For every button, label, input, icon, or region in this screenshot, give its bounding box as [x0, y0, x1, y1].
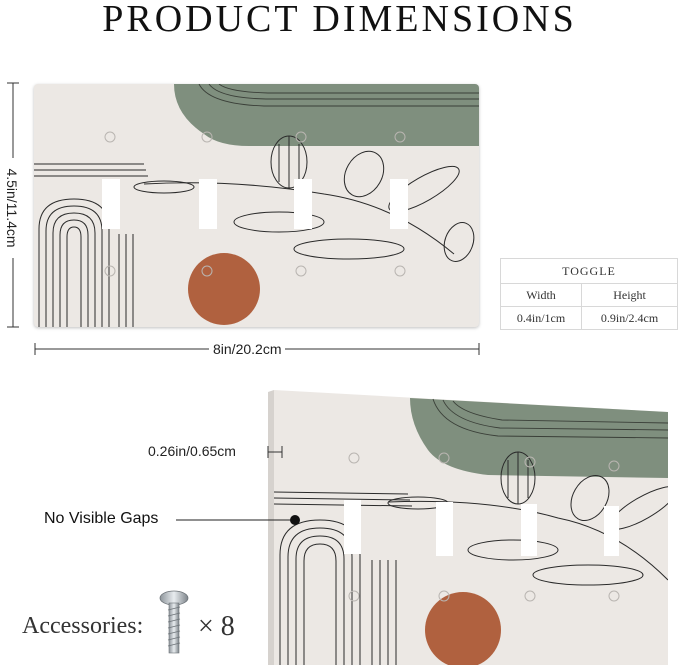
toggle-height-value: 0.9in/2.4cm: [581, 306, 678, 330]
thickness-label: 0.26in/0.65cm: [148, 443, 236, 459]
toggle-dimension-table: TOGGLE Width Height 0.4in/1cm 0.9in/2.4c…: [499, 258, 678, 330]
no-gaps-pointer: [176, 515, 300, 525]
thickness-marker: [267, 446, 283, 458]
page-title: PRODUCT DIMENSIONS: [102, 0, 577, 40]
bottom-plate-image: [268, 390, 668, 665]
width-label: 8in/20.2cm: [209, 341, 286, 357]
accessories-count: × 8: [198, 611, 235, 642]
toggle-width-value: 0.4in/1cm: [499, 306, 583, 330]
screw-icon: [159, 590, 189, 654]
accessories-label: Accessories:: [22, 613, 144, 639]
toggle-col-height: Height: [581, 283, 678, 307]
no-gaps-label: No Visible Gaps: [44, 510, 159, 527]
height-label: 4.5in/11.4cm: [4, 158, 20, 258]
top-plate-image: [34, 84, 479, 327]
toggle-col-width: Width: [499, 283, 583, 307]
toggle-table-header: TOGGLE: [500, 258, 678, 284]
